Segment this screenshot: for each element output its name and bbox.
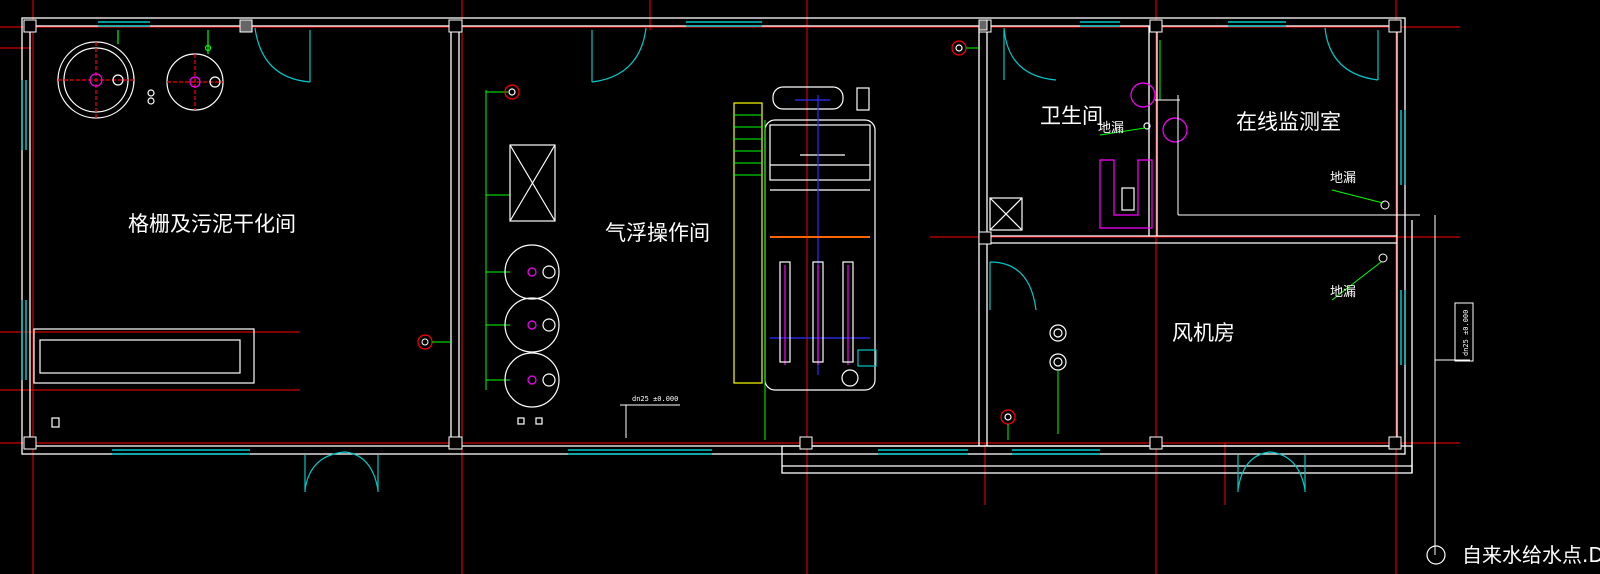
right-dimension	[1434, 215, 1474, 555]
building-walls	[21, 17, 1413, 474]
flotation-pipe-note: dn25 ±0.000	[620, 395, 680, 438]
left-room-pipe	[417, 334, 451, 350]
room-label-flotation: 气浮操作间	[605, 221, 710, 245]
toilet-valve	[951, 40, 979, 56]
room-label-screen-sludge: 格栅及污泥干化间	[128, 212, 296, 236]
room-label-monitoring: 在线监测室	[1236, 110, 1341, 134]
doors	[254, 27, 1379, 492]
blower-fixtures	[1000, 324, 1067, 440]
dosing-box	[509, 144, 556, 222]
floor-drain-label: 地漏	[1330, 284, 1356, 300]
flotation-pipe-note-text: dn25 ±0.000	[632, 395, 678, 403]
flotation-pipe-vertical	[485, 90, 510, 390]
sludge-tank-small	[117, 30, 224, 111]
windows	[21, 21, 1406, 455]
tap-water-supply-point-icon	[1426, 545, 1446, 565]
right-pipe-note: dn25 ±0.000	[1462, 310, 1470, 356]
floor-drain-label: 地漏	[1330, 170, 1356, 186]
columns	[23, 19, 1402, 450]
floor-drain-markers	[1331, 189, 1390, 301]
legend-label: 自来水给水点.D	[1462, 543, 1600, 567]
legend: 自来水给水点.D	[1426, 543, 1600, 567]
sludge-tank-large	[57, 41, 135, 119]
dosing-tanks	[504, 244, 560, 425]
flotation-valve	[504, 84, 520, 100]
room-label-blower: 风机房	[1172, 321, 1235, 345]
floor-drain-label: 地漏	[1098, 120, 1124, 136]
toilet-fixtures	[989, 40, 1420, 231]
flotation-machine	[733, 86, 877, 440]
room-label-toilet: 卫生间	[1040, 104, 1103, 128]
axis-grid	[0, 0, 1460, 574]
screen-channel	[33, 328, 255, 428]
